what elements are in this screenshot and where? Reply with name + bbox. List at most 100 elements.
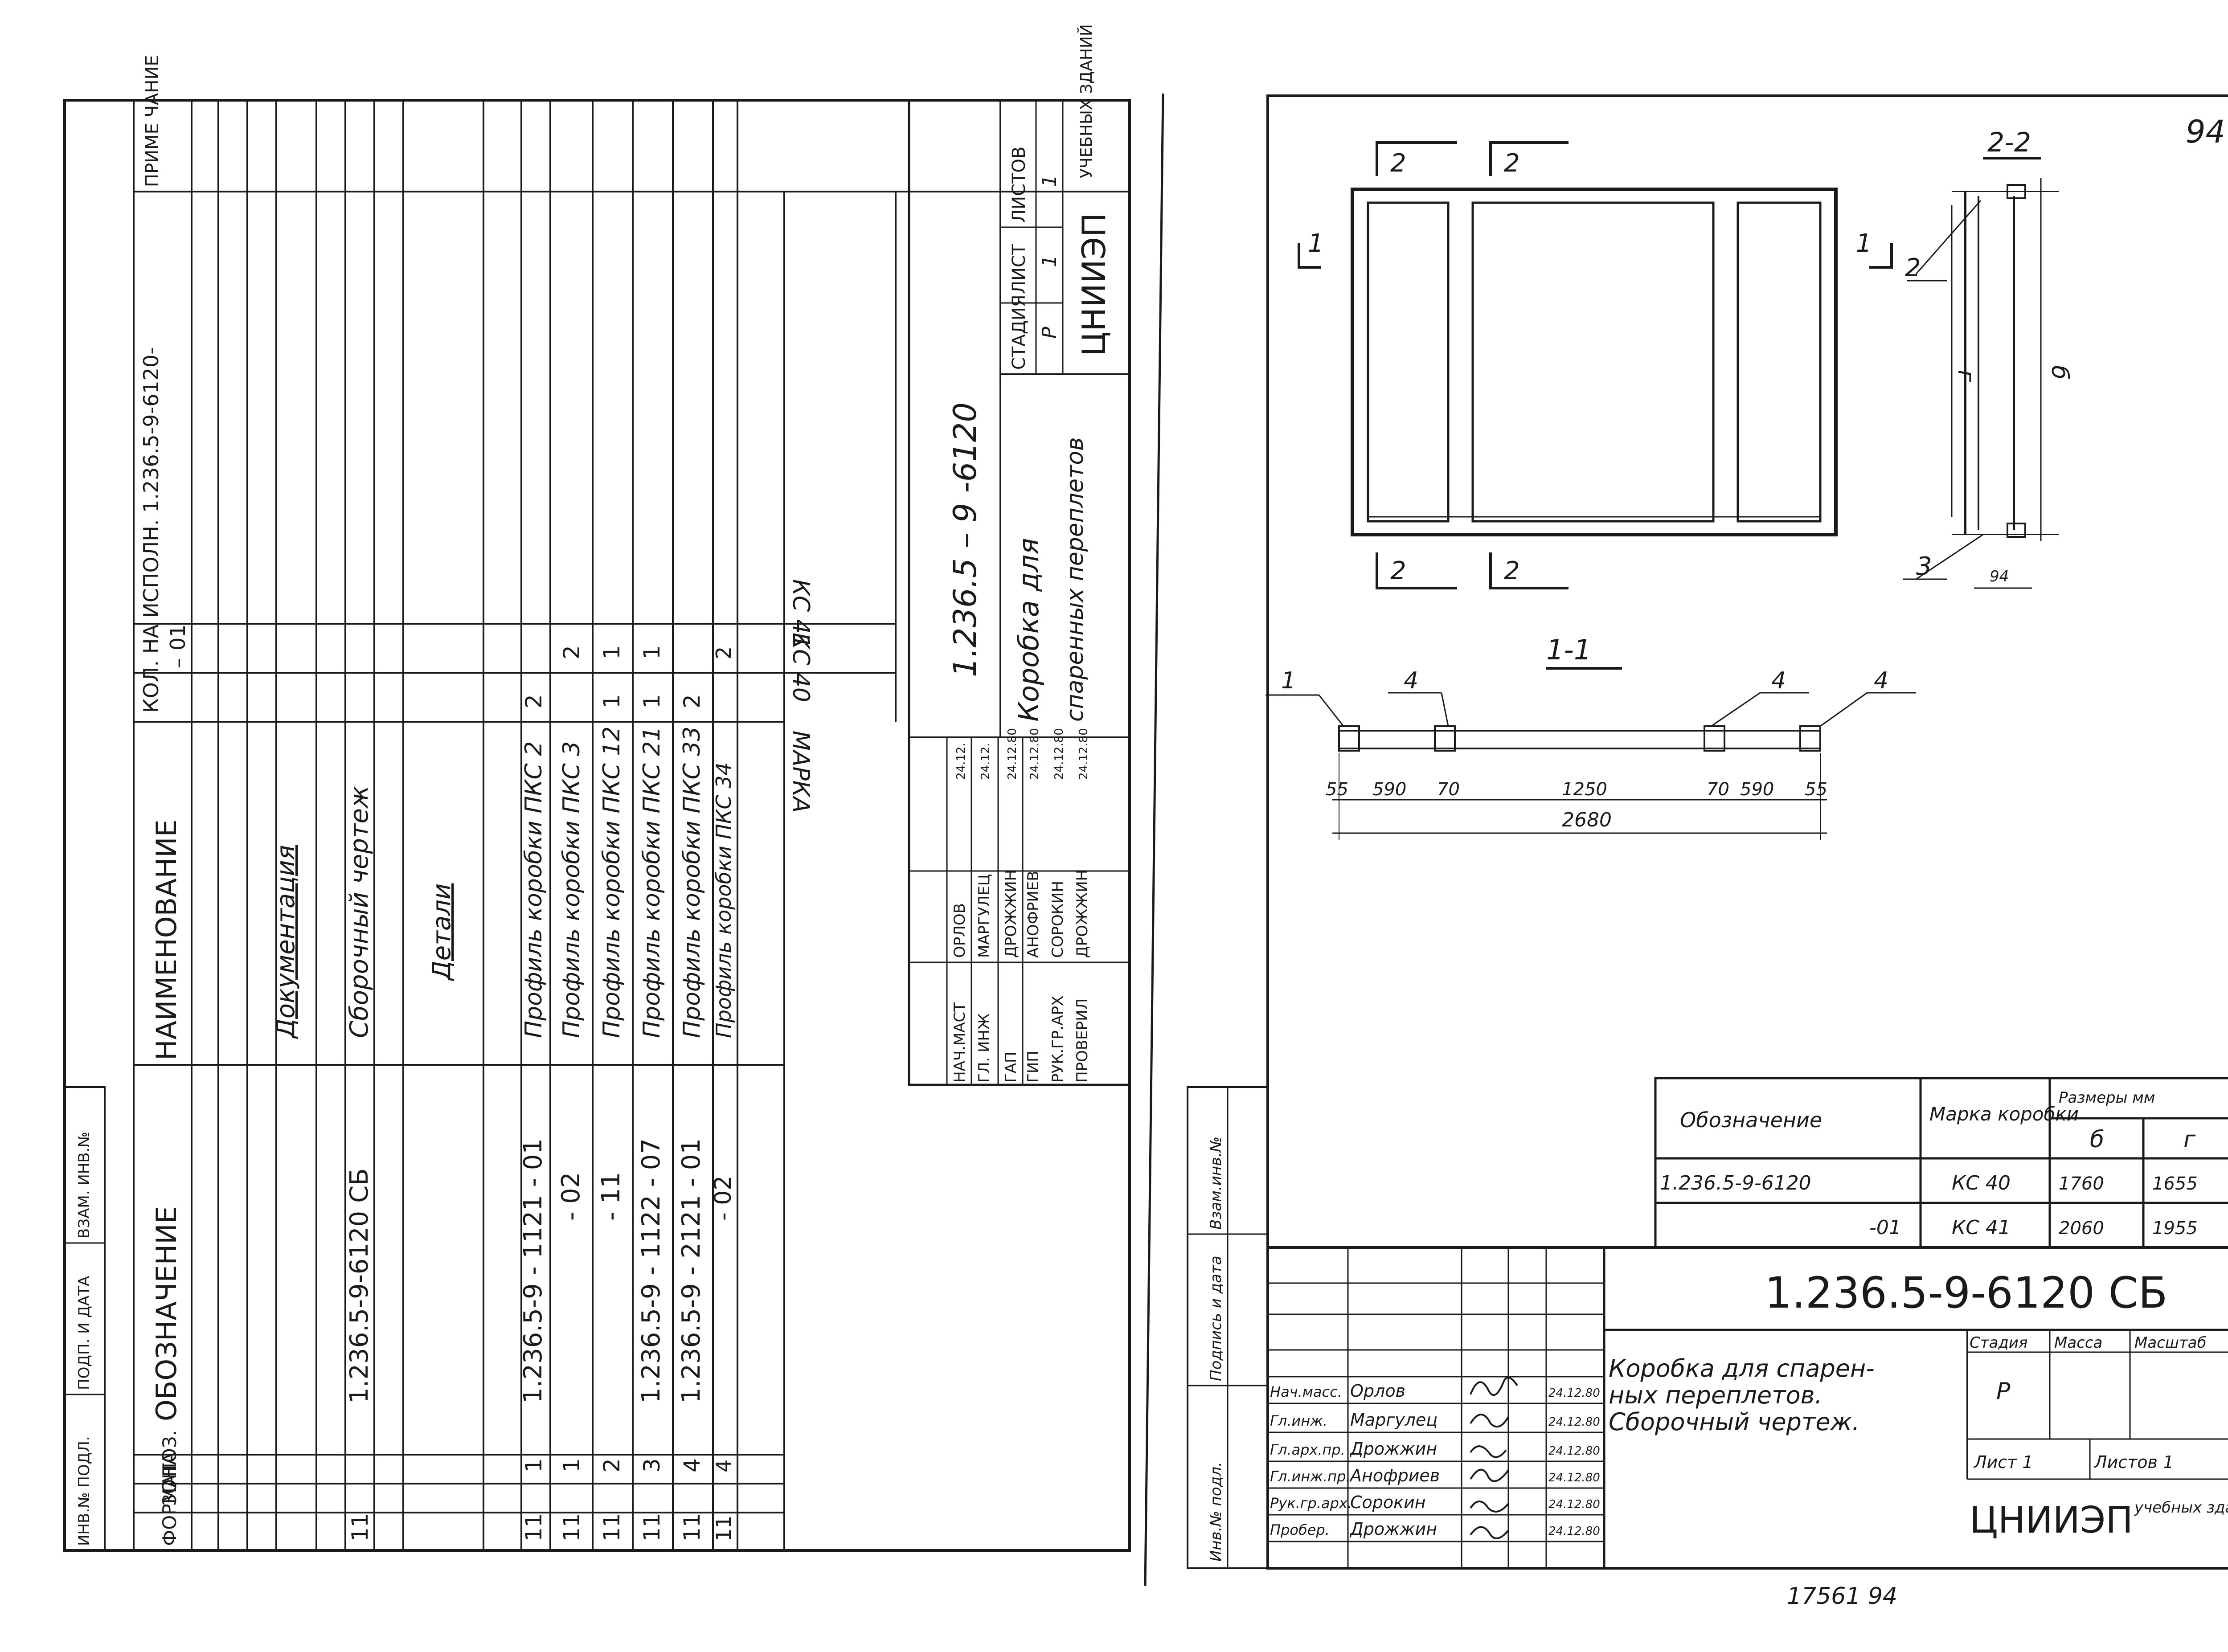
table-h-g: г <box>2183 1126 2196 1153</box>
dim-1250: 1250 <box>1562 779 1607 800</box>
right-title-block-grid <box>1266 1246 2228 1570</box>
right-signer-role: Рук.гр.арх. <box>1270 1495 1352 1512</box>
left-side-label: ПОДП. И ДАТА <box>75 1276 93 1390</box>
dim-b: б <box>2046 365 2073 380</box>
right-side-label: Инв.№ подл. <box>1207 1462 1225 1562</box>
left-side-label: ВЗАМ. ИНВ.№ <box>75 1132 93 1239</box>
right-signer-date: 24.12.80 <box>1548 1415 1600 1429</box>
left-sheet-frame <box>63 99 1131 1552</box>
spec-rows: Документация 11 1.236.5-9-6120 СБ Сбороч… <box>271 645 737 1542</box>
table-row-designation: -01 <box>1869 1216 1901 1239</box>
spec-row-pos: 2 <box>599 1458 625 1472</box>
right-signer-role: Гл.инж.пр. <box>1270 1468 1351 1485</box>
spec-row-format: 11 <box>347 1513 373 1542</box>
right-signer-name: Дрожжин <box>1349 1519 1437 1539</box>
spec-row-designation: - 02 <box>710 1176 737 1221</box>
spec-row-qty-01: 2 <box>559 645 585 659</box>
dim-94: 94 <box>1990 568 2009 585</box>
table-row-designation: 1.236.5-9-6120 <box>1660 1172 1811 1194</box>
left-signer-date: 24.12.80 <box>1053 728 1066 780</box>
right-signer-role: Гл.арх.пр. <box>1270 1441 1345 1458</box>
section-2-2-title: 2-2 <box>1987 127 2031 158</box>
left-signer-date: 24.12. <box>954 743 968 780</box>
right-title-line3: Сборочный чертеж. <box>1609 1408 1859 1436</box>
spec-row-pos: 4 <box>679 1458 705 1472</box>
spec-row-pos: 1 <box>521 1458 547 1472</box>
left-signer-date: 24.12. <box>979 743 992 780</box>
header-name: НАИМЕНОВАНИЕ <box>150 819 183 1060</box>
callout-3: 3 <box>1916 552 1932 581</box>
spec-row-name: Детали <box>427 883 456 981</box>
right-signer-name: Анофриев <box>1349 1466 1440 1485</box>
spec-row-name: Сборочный чертеж <box>345 786 374 1038</box>
right-signer-name: Сорокин <box>1350 1493 1426 1512</box>
dim-590: 590 <box>1740 779 1774 800</box>
spec-row-name: Профиль коробки ПКС 3 <box>558 741 585 1038</box>
spec-row-designation: 1.236.5-9 - 2121 - 01 <box>677 1138 706 1403</box>
header-exec-01: 01 <box>166 624 190 650</box>
table-h-sizes: Размеры мм <box>2059 1089 2155 1107</box>
dim-55: 55 <box>1326 779 1348 800</box>
callout-4: 4 <box>1874 667 1888 694</box>
spec-row-format: 11 <box>559 1513 585 1542</box>
left-org: ЦНИИЭП <box>1075 213 1113 356</box>
spec-row-name: Документация <box>271 845 300 1039</box>
spec-row-pos: 3 <box>639 1458 665 1472</box>
left-signer-name: ДРОЖЖИН <box>1073 870 1091 958</box>
right-org-sub: учебных зданий <box>2134 1499 2228 1517</box>
header-format: ФОРМАТ <box>159 1463 180 1546</box>
right-org: ЦНИИЭП <box>1970 1499 2133 1542</box>
right-signer-role: Нач.масс. <box>1270 1383 1342 1400</box>
left-signer-date: 24.12.80 <box>1028 728 1041 780</box>
left-signer-date: 24.12.80 <box>1077 728 1090 780</box>
left-signer-role: ГЛ. ИНЖ <box>975 1013 993 1083</box>
page-number: 94 <box>2186 114 2225 150</box>
dim-g: г <box>1953 370 1979 382</box>
right-signer-name: Орлов <box>1350 1381 1405 1401</box>
header-note: ПРИМЕ ЧАНИЕ <box>142 55 163 187</box>
dim-590: 590 <box>1372 779 1406 800</box>
spec-row-qty-01: 1 <box>599 645 625 659</box>
left-side-strip <box>64 1086 106 1551</box>
left-signer-date: 24.12.80 <box>1006 728 1019 780</box>
section-1-1-title: 1-1 <box>1546 634 1591 666</box>
left-org-sub: УЧЕБНЫХ ЗДАНИЙ <box>1077 24 1096 178</box>
right-scale-header: Масштаб <box>2134 1334 2207 1352</box>
right-signer-date: 24.12.80 <box>1548 1444 1600 1458</box>
spec-row-name: Профиль коробки ПКС 33 <box>679 727 705 1038</box>
section-2-2-drawing <box>1903 157 2059 589</box>
right-title-code: 1.236.5-9-6120 СБ <box>1765 1268 2168 1318</box>
right-signers: Нач.масс. Орлов 24.12.80 Гл.инж. Маргуле… <box>1270 1381 1600 1539</box>
section-mark-2: 2 <box>1504 556 1520 585</box>
spec-row-format: 11 <box>712 1515 736 1542</box>
right-stage: Р <box>1996 1378 2011 1405</box>
spec-row-qty-base: 2 <box>521 694 547 708</box>
section-mark-1: 1 <box>1308 229 1324 258</box>
left-sheet-no: 1 <box>1038 255 1061 267</box>
marka-base: КС 40 <box>787 633 814 702</box>
right-signer-date: 24.12.80 <box>1548 1525 1600 1538</box>
right-stage-header: Стадия <box>1970 1334 2027 1352</box>
left-stage: Р <box>1038 327 1061 339</box>
spec-row-name: Профиль коробки ПКС 12 <box>598 727 625 1038</box>
spec-row-name: Профиль коробки ПКС 21 <box>639 727 665 1038</box>
left-signer-name: МАРГУЛЕЦ <box>975 874 993 958</box>
spec-row-name: Профиль коробки ПКС 2 <box>520 741 547 1038</box>
left-signers: НАЧ.МАСТ ОРЛОВ 24.12. ГЛ. ИНЖ МАРГУЛЕЦ 2… <box>951 728 1091 1083</box>
frame-elevation <box>1298 141 1893 589</box>
marka-label: МАРКА <box>787 731 814 813</box>
header-designation: ОБОЗНАЧЕНИЕ <box>150 1206 183 1421</box>
left-signer-role: ПРОВЕРИЛ <box>1073 998 1091 1083</box>
callout-2: 2 <box>1905 254 1921 282</box>
right-sheet-no: Лист 1 <box>1973 1452 2033 1472</box>
spec-table-grid <box>133 100 1130 1550</box>
callout-4: 4 <box>1771 667 1786 694</box>
spec-row-designation: 1.236.5-9-6120 СБ <box>345 1168 374 1403</box>
left-sheets-header: ЛИСТОВ <box>1009 147 1029 223</box>
spec-row-designation: 1.236.5-9 - 1122 - 07 <box>637 1138 666 1403</box>
dim-total: 2680 <box>1562 809 1612 831</box>
spec-row-qty-base: 1 <box>599 694 625 708</box>
bottom-stamp: 17561 94 <box>1787 1583 1897 1610</box>
left-signer-name: СОРОКИН <box>1049 881 1067 958</box>
left-sheet-header: ЛИСТ <box>1009 244 1029 294</box>
